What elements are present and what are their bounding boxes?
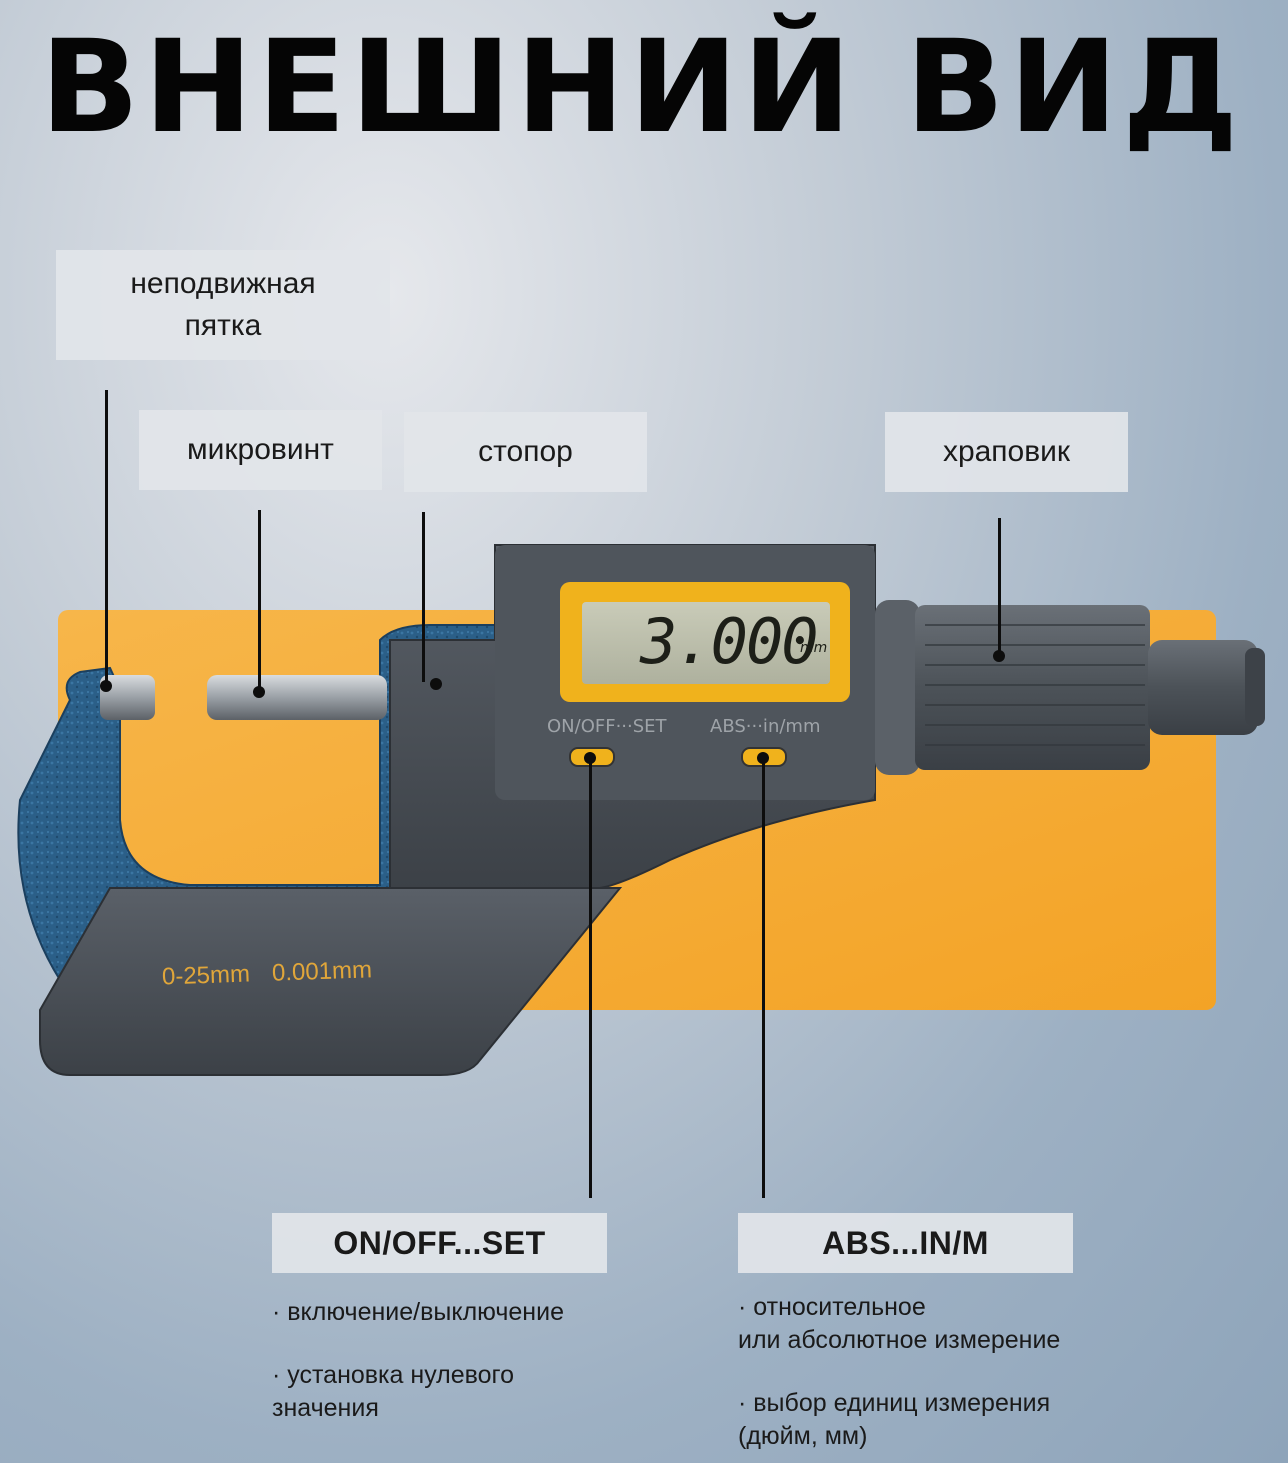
desc-onoff: · включение/выключение · установка нулев… xyxy=(272,1296,692,1425)
desc-abs: · относительное или абсолютное измерение… xyxy=(738,1291,1158,1453)
leader-onoff xyxy=(589,760,592,1198)
button-right-caption: ABS···in/mm xyxy=(710,716,821,737)
leader-anvil-dot xyxy=(100,680,112,692)
page-title: ВНЕШНИЙ ВИД xyxy=(40,13,1243,162)
desc-abs-line3: · выбор единиц измерения xyxy=(738,1389,1051,1417)
thimble xyxy=(915,605,1150,770)
button-left-caption: ON/OFF···SET xyxy=(547,716,667,737)
resolution-marking: 0.001mm xyxy=(271,956,373,987)
leader-ratchet-dot xyxy=(993,650,1005,662)
leader-onoff-dot xyxy=(584,752,596,764)
anvil xyxy=(100,675,155,720)
leader-spindle xyxy=(258,510,261,690)
leader-lock-dot xyxy=(430,678,442,690)
label-onoff-text: ON/OFF...SET xyxy=(333,1224,546,1261)
label-anvil-line1: неподвижная xyxy=(130,267,316,300)
label-onoff: ON/OFF...SET xyxy=(272,1213,607,1273)
desc-onoff-line2: · установка нулевого xyxy=(272,1361,515,1389)
leader-spindle-dot xyxy=(253,686,265,698)
label-lock-text: стопор xyxy=(478,435,573,468)
lcd-screen xyxy=(582,602,830,684)
label-abs: ABS...IN/M xyxy=(738,1213,1073,1273)
leader-lock xyxy=(422,512,425,682)
leader-abs-dot xyxy=(757,752,769,764)
desc-abs-line2: или абсолютное измерение xyxy=(738,1326,1061,1354)
label-ratchet: храповик xyxy=(885,412,1128,492)
thimble-collar xyxy=(875,600,920,775)
desc-onoff-line1: · включение/выключение xyxy=(272,1298,564,1326)
label-ratchet-text: храповик xyxy=(942,435,1071,468)
desc-onoff-line3: значения xyxy=(272,1394,379,1422)
grip-plate xyxy=(39,887,623,1076)
leader-ratchet xyxy=(998,518,1001,658)
label-abs-text: ABS...IN/M xyxy=(822,1224,989,1261)
lcd-unit: mm xyxy=(800,640,828,656)
leader-anvil xyxy=(105,390,108,685)
spindle xyxy=(207,675,387,720)
label-lock: стопор xyxy=(404,412,647,492)
label-anvil-line2: пятка xyxy=(184,309,262,342)
range-marking: 0-25mm xyxy=(161,960,251,991)
lcd-reading: 3.000 xyxy=(640,605,819,678)
leader-abs xyxy=(762,760,765,1198)
desc-abs-line4: (дюйм, мм) xyxy=(738,1422,868,1450)
ratchet-knob xyxy=(1148,640,1258,735)
label-spindle: микровинт xyxy=(139,410,382,490)
desc-abs-line1: · относительное xyxy=(738,1293,926,1321)
label-anvil: неподвижная пятка xyxy=(56,250,390,360)
label-spindle-text: микровинт xyxy=(187,433,334,466)
